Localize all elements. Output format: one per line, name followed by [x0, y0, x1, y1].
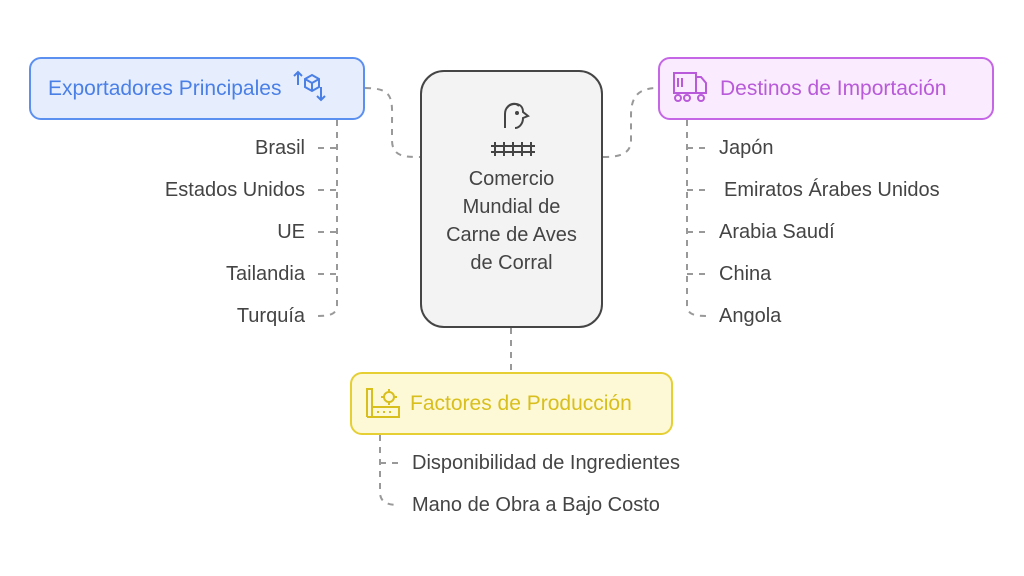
destinations-node[interactable]: Destinos de Importación	[658, 57, 994, 120]
exporter-item: Turquía	[236, 305, 305, 327]
destination-item: Arabia Saudí	[719, 221, 835, 243]
exporters-node[interactable]: Exportadores Principales	[29, 57, 365, 120]
destination-item: China	[719, 263, 772, 285]
exporter-item: Estados Unidos	[164, 179, 305, 201]
exporters-trunk	[317, 120, 338, 317]
production-label: Factores de Producción	[410, 391, 632, 415]
production-trunk	[379, 435, 399, 506]
exporter-item: UE	[277, 221, 305, 243]
destinations-branches	[687, 147, 706, 275]
chicken-fence-icon	[485, 100, 541, 166]
connector-center-destinations	[602, 87, 659, 158]
destinations-label: Destinos de Importación	[720, 76, 947, 100]
exporters-branches	[318, 147, 337, 275]
center-title: Comercio Mundial de Carne de Aves de Cor…	[446, 168, 577, 274]
exporter-item: Brasil	[254, 137, 305, 159]
center-node[interactable]: Comercio Mundial de Carne de Aves de Cor…	[420, 70, 603, 328]
destinations-trunk	[686, 120, 707, 317]
destination-item: Emiratos Árabes Unidos	[724, 179, 940, 201]
production-item: Disponibilidad de Ingredientes	[412, 452, 680, 474]
production-item: Mano de Obra a Bajo Costo	[412, 494, 660, 516]
factory-gear-icon	[364, 383, 400, 425]
connector-center-exporters	[364, 87, 421, 158]
exporters-label: Exportadores Principales	[48, 76, 282, 100]
production-node[interactable]: Factores de Producción	[350, 372, 673, 435]
destination-item: Japón	[719, 137, 774, 159]
destination-item: Angola	[719, 305, 782, 327]
exporter-item: Tailandia	[226, 263, 305, 285]
import-export-box-icon	[293, 69, 327, 109]
truck-icon	[672, 69, 708, 109]
